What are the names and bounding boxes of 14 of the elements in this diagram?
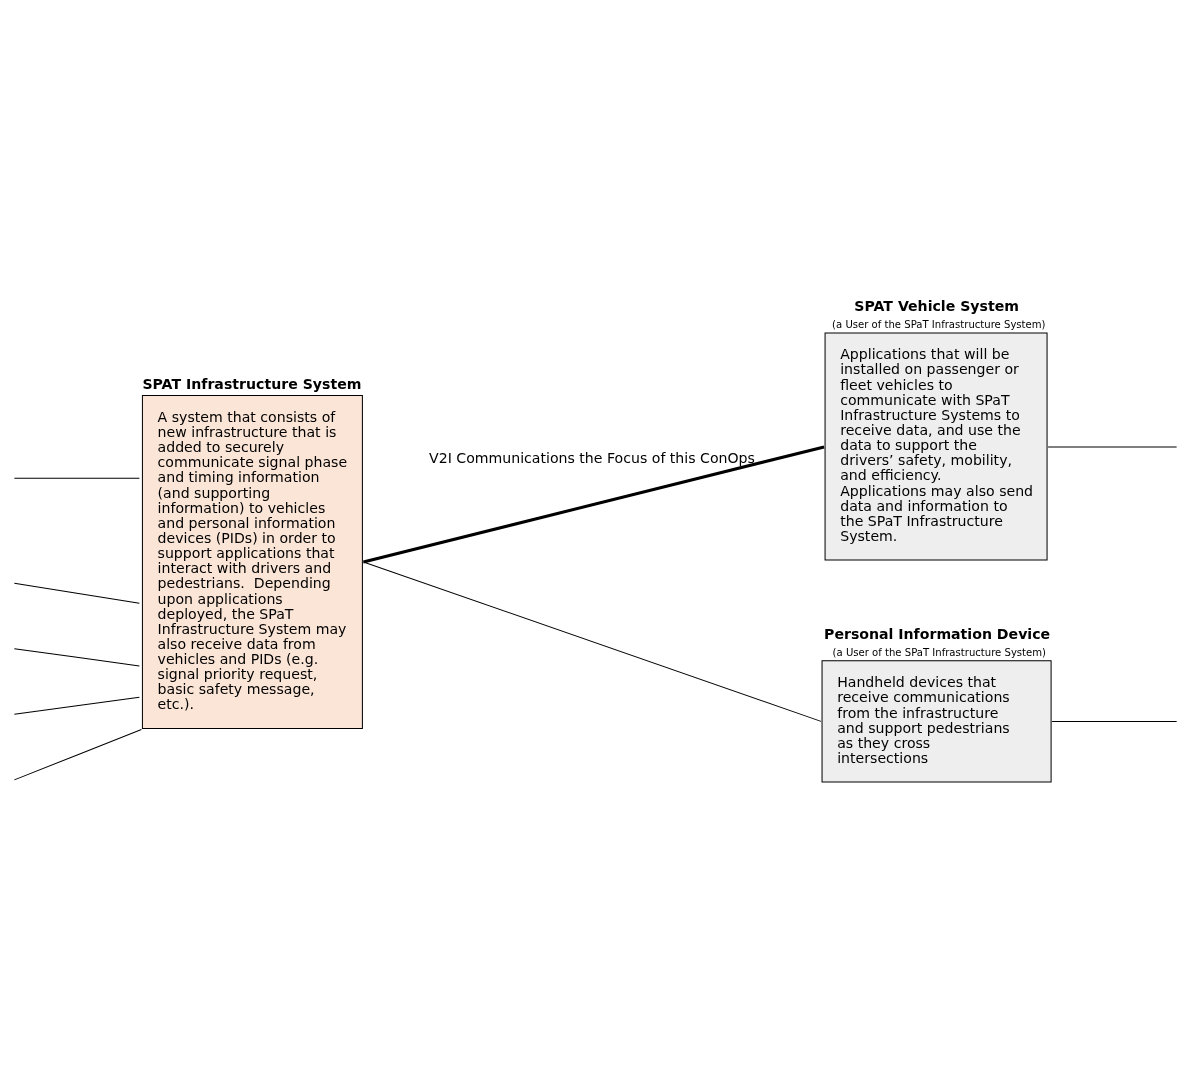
connector xyxy=(1051,720,1177,722)
connector xyxy=(13,696,140,715)
node-label: SPAT Infrastructure System xyxy=(141,375,361,392)
connector xyxy=(13,648,140,667)
node-label: SPAT Vehicle System xyxy=(853,297,1019,314)
node-label: Personal Information Device xyxy=(823,625,1050,642)
connector xyxy=(13,582,140,604)
connector xyxy=(13,477,140,479)
edge-label: V2I Communications the Focus of this ConOps xyxy=(428,450,755,467)
node-label: (a User of the SPaT Infrastructure System) xyxy=(832,646,1046,658)
connector xyxy=(362,561,822,722)
node-label: (a User of the SPaT Infrastructure System) xyxy=(831,318,1046,330)
connector xyxy=(13,728,142,781)
connector xyxy=(362,445,824,564)
